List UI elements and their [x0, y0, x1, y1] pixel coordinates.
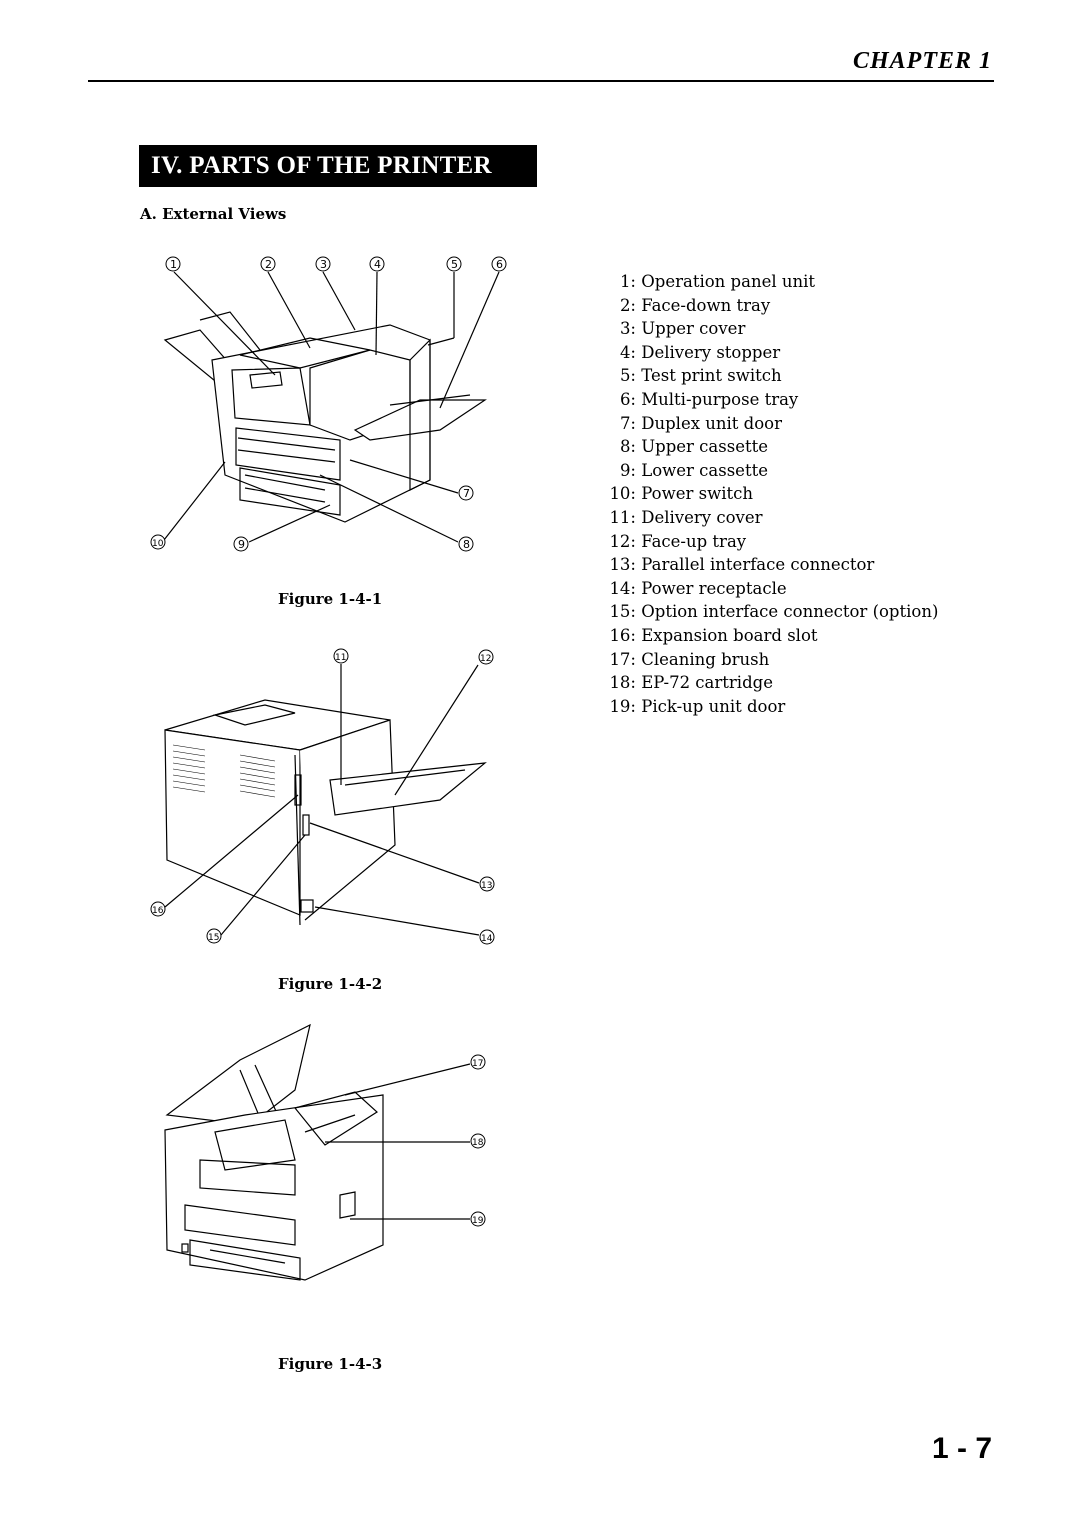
callout-17: 17 — [472, 1059, 483, 1069]
figure-1-4-3-illustration: 17 18 19 — [164, 1023, 486, 1281]
part-number: 17: — [609, 649, 636, 669]
figure-1-4-2-illustration: 11 12 13 14 15 16 — [150, 648, 495, 945]
part-number: 16: — [609, 625, 636, 645]
callout-4: 4 — [374, 258, 381, 271]
part-name: Upper cover — [641, 319, 746, 339]
callout-13: 13 — [481, 881, 492, 891]
part-name: Delivery stopper — [641, 342, 781, 362]
section-title: IV. PARTS OF THE PRINTER — [139, 145, 537, 187]
callout-6: 6 — [496, 258, 503, 271]
list-item: 13: Parallel interface connector — [600, 553, 938, 577]
callout-3: 3 — [320, 258, 327, 271]
callout-18: 18 — [472, 1138, 484, 1148]
list-item: 15: Option interface connector (option) — [600, 600, 938, 624]
list-item: 12: Face-up tray — [600, 530, 938, 554]
part-name: Cleaning brush — [641, 649, 770, 669]
subsection-heading: A. External Views — [140, 205, 287, 223]
part-number: 12: — [609, 531, 636, 551]
part-name: Duplex unit door — [641, 413, 782, 433]
part-name: Option interface connector (option) — [641, 602, 939, 622]
part-number: 2: — [619, 295, 636, 315]
list-item: 3: Upper cover — [600, 317, 938, 341]
figure-1-4-2-caption: Figure 1-4-2 — [278, 975, 383, 993]
callout-1: 1 — [170, 258, 177, 271]
list-item: 11: Delivery cover — [600, 506, 938, 530]
part-number: 6: — [619, 389, 636, 409]
part-number: 1: — [619, 272, 636, 291]
part-name: Face-down tray — [641, 295, 771, 315]
part-name: Power receptacle — [641, 578, 787, 598]
part-number: 10: — [609, 484, 636, 504]
part-number: 3: — [619, 319, 636, 339]
parts-list: 1: Operation panel unit 2: Face-down tra… — [600, 270, 938, 718]
callout-10: 10 — [152, 539, 164, 549]
part-name: Expansion board slot — [641, 625, 818, 645]
callout-5: 5 — [451, 258, 458, 271]
callout-7: 7 — [463, 487, 470, 500]
part-number: 18: — [609, 673, 636, 693]
part-name: Parallel interface connector — [641, 555, 875, 575]
callout-8: 8 — [463, 538, 470, 551]
part-name: Power switch — [641, 484, 754, 504]
figure-1-4-3-caption: Figure 1-4-3 — [278, 1355, 383, 1373]
header-rule — [88, 80, 994, 82]
list-item: 6: Multi-purpose tray — [600, 388, 938, 412]
callout-14: 14 — [481, 934, 493, 944]
list-item: 16: Expansion board slot — [600, 624, 938, 648]
part-number: 7: — [619, 413, 636, 433]
part-number: 4: — [619, 342, 636, 362]
list-item: 14: Power receptacle — [600, 577, 938, 601]
callout-9: 9 — [238, 538, 245, 551]
part-number: 14: — [609, 578, 636, 598]
part-name: Delivery cover — [641, 507, 763, 527]
list-item: 17: Cleaning brush — [600, 648, 938, 672]
part-name: Operation panel unit — [641, 272, 816, 291]
part-number: 19: — [609, 696, 636, 716]
list-item: 4: Delivery stopper — [600, 341, 938, 365]
chapter-heading: CHAPTER 1 — [852, 48, 992, 74]
callout-15: 15 — [208, 933, 219, 943]
list-item: 10: Power switch — [600, 482, 938, 506]
list-item: 9: Lower cassette — [600, 459, 938, 483]
callout-16: 16 — [152, 906, 164, 916]
part-number: 13: — [609, 555, 636, 575]
part-name: EP-72 cartridge — [641, 673, 773, 693]
list-item: 8: Upper cassette — [600, 435, 938, 459]
part-name: Multi-purpose tray — [641, 389, 799, 409]
list-item: 7: Duplex unit door — [600, 412, 938, 436]
page-number: 1 - 7 — [931, 1432, 992, 1465]
callout-12: 12 — [480, 654, 491, 664]
list-item: 19: Pick-up unit door — [600, 695, 938, 719]
part-name: Test print switch — [641, 366, 782, 386]
part-number: 5: — [619, 366, 636, 386]
figure-1-4-1-caption: Figure 1-4-1 — [278, 590, 383, 608]
part-number: 8: — [619, 437, 636, 457]
part-name: Upper cassette — [641, 437, 768, 457]
list-item: 1: Operation panel unit — [600, 270, 938, 294]
part-number: 9: — [619, 460, 636, 480]
part-name: Pick-up unit door — [641, 696, 786, 716]
part-name: Face-up tray — [641, 531, 747, 551]
figure-1-4-1-illustration: 1 2 3 4 5 6 7 8 9 10 — [150, 256, 507, 552]
callout-11: 11 — [335, 653, 346, 663]
list-item: 2: Face-down tray — [600, 294, 938, 318]
callout-19: 19 — [472, 1216, 484, 1226]
list-item: 5: Test print switch — [600, 364, 938, 388]
callout-2: 2 — [265, 258, 272, 271]
list-item: 18: EP-72 cartridge — [600, 671, 938, 695]
part-number: 11: — [609, 507, 636, 527]
part-number: 15: — [609, 602, 636, 622]
part-name: Lower cassette — [641, 460, 768, 480]
